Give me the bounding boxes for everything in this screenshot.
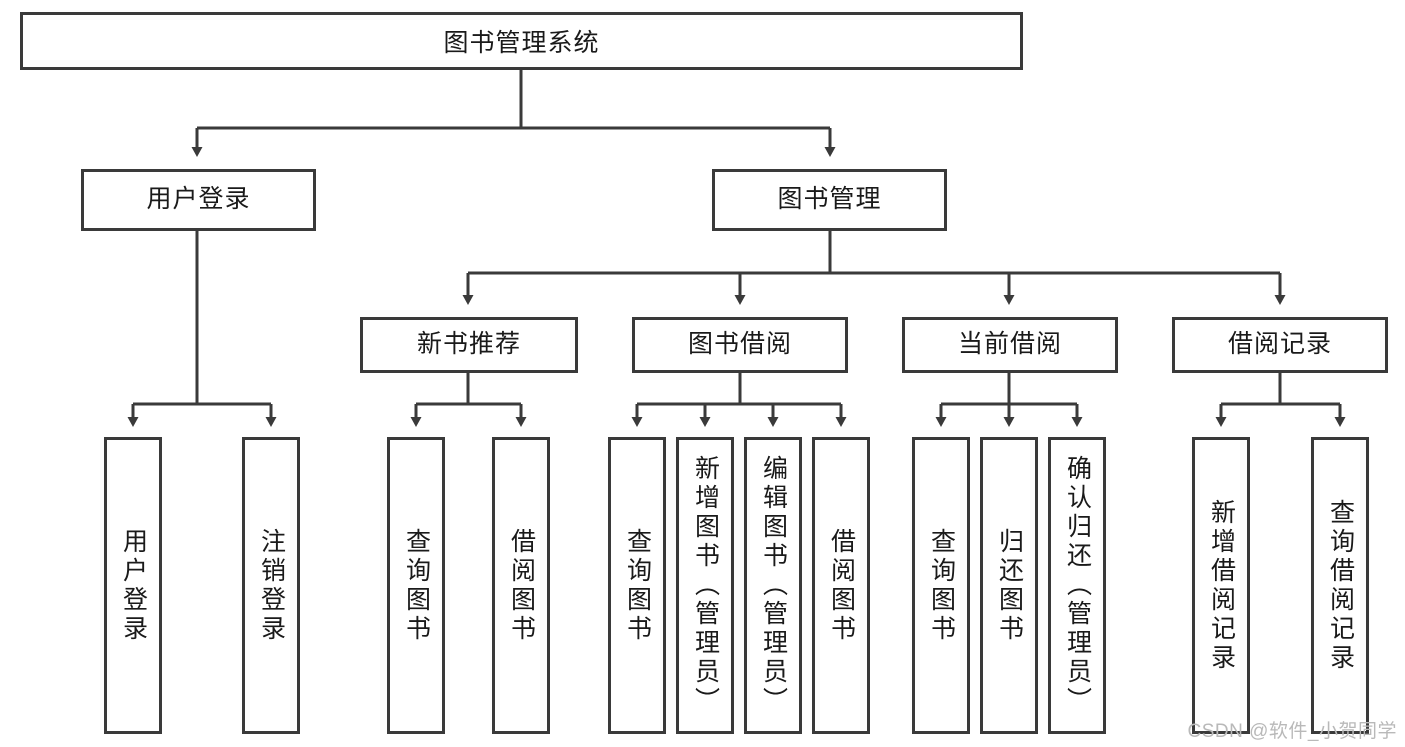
node-root-label: 图书管理系统	[443, 29, 600, 57]
node-user-login-label: 用户登录	[146, 185, 251, 214]
node-book-manage[interactable]: 图书管理	[712, 169, 947, 231]
node-borrow-record-label: 借阅记录	[1227, 330, 1332, 359]
node-leaf-add-record[interactable]: 新增借阅记录	[1192, 437, 1250, 734]
node-leaf-query-record[interactable]: 查询借阅记录	[1311, 437, 1369, 734]
node-leaf-query-book-a-label: 查询图书	[402, 527, 431, 644]
node-leaf-user-login-label: 用户登录	[119, 527, 148, 644]
node-leaf-logout[interactable]: 注销登录	[242, 437, 300, 734]
node-current-borrow-label: 当前借阅	[957, 330, 1062, 359]
node-leaf-add-book[interactable]: 新增图书（管理员）	[676, 437, 734, 734]
node-leaf-logout-label: 注销登录	[257, 527, 286, 644]
node-leaf-query-record-label: 查询借阅记录	[1326, 498, 1355, 673]
node-leaf-confirm-return-label: 确认归还（管理员）	[1063, 455, 1092, 716]
node-book-manage-label: 图书管理	[777, 185, 882, 214]
node-current-borrow[interactable]: 当前借阅	[902, 317, 1118, 373]
node-leaf-confirm-return[interactable]: 确认归还（管理员）	[1048, 437, 1106, 734]
node-leaf-borrow-book-a[interactable]: 借阅图书	[492, 437, 550, 734]
node-leaf-borrow-book-b[interactable]: 借阅图书	[812, 437, 870, 734]
node-new-book-recommend-label: 新书推荐	[416, 330, 521, 359]
node-leaf-query-book-c-label: 查询图书	[927, 527, 956, 644]
node-root[interactable]: 图书管理系统	[20, 12, 1023, 70]
node-leaf-query-book-a[interactable]: 查询图书	[387, 437, 445, 734]
node-leaf-borrow-book-b-label: 借阅图书	[827, 527, 856, 644]
node-book-borrow-label: 图书借阅	[687, 330, 792, 359]
node-leaf-edit-book[interactable]: 编辑图书（管理员）	[744, 437, 802, 734]
node-user-login[interactable]: 用户登录	[81, 169, 316, 231]
node-leaf-add-book-label: 新增图书（管理员）	[691, 455, 720, 716]
node-leaf-query-book-b-label: 查询图书	[623, 527, 652, 644]
node-leaf-add-record-label: 新增借阅记录	[1207, 498, 1236, 673]
node-leaf-borrow-book-a-label: 借阅图书	[507, 527, 536, 644]
node-book-borrow[interactable]: 图书借阅	[632, 317, 848, 373]
node-borrow-record[interactable]: 借阅记录	[1172, 317, 1388, 373]
node-new-book-recommend[interactable]: 新书推荐	[360, 317, 578, 373]
node-leaf-query-book-c[interactable]: 查询图书	[912, 437, 970, 734]
node-leaf-return-book[interactable]: 归还图书	[980, 437, 1038, 734]
node-leaf-user-login[interactable]: 用户登录	[104, 437, 162, 734]
node-leaf-return-book-label: 归还图书	[995, 527, 1024, 644]
node-leaf-edit-book-label: 编辑图书（管理员）	[759, 455, 788, 716]
node-leaf-query-book-b[interactable]: 查询图书	[608, 437, 666, 734]
